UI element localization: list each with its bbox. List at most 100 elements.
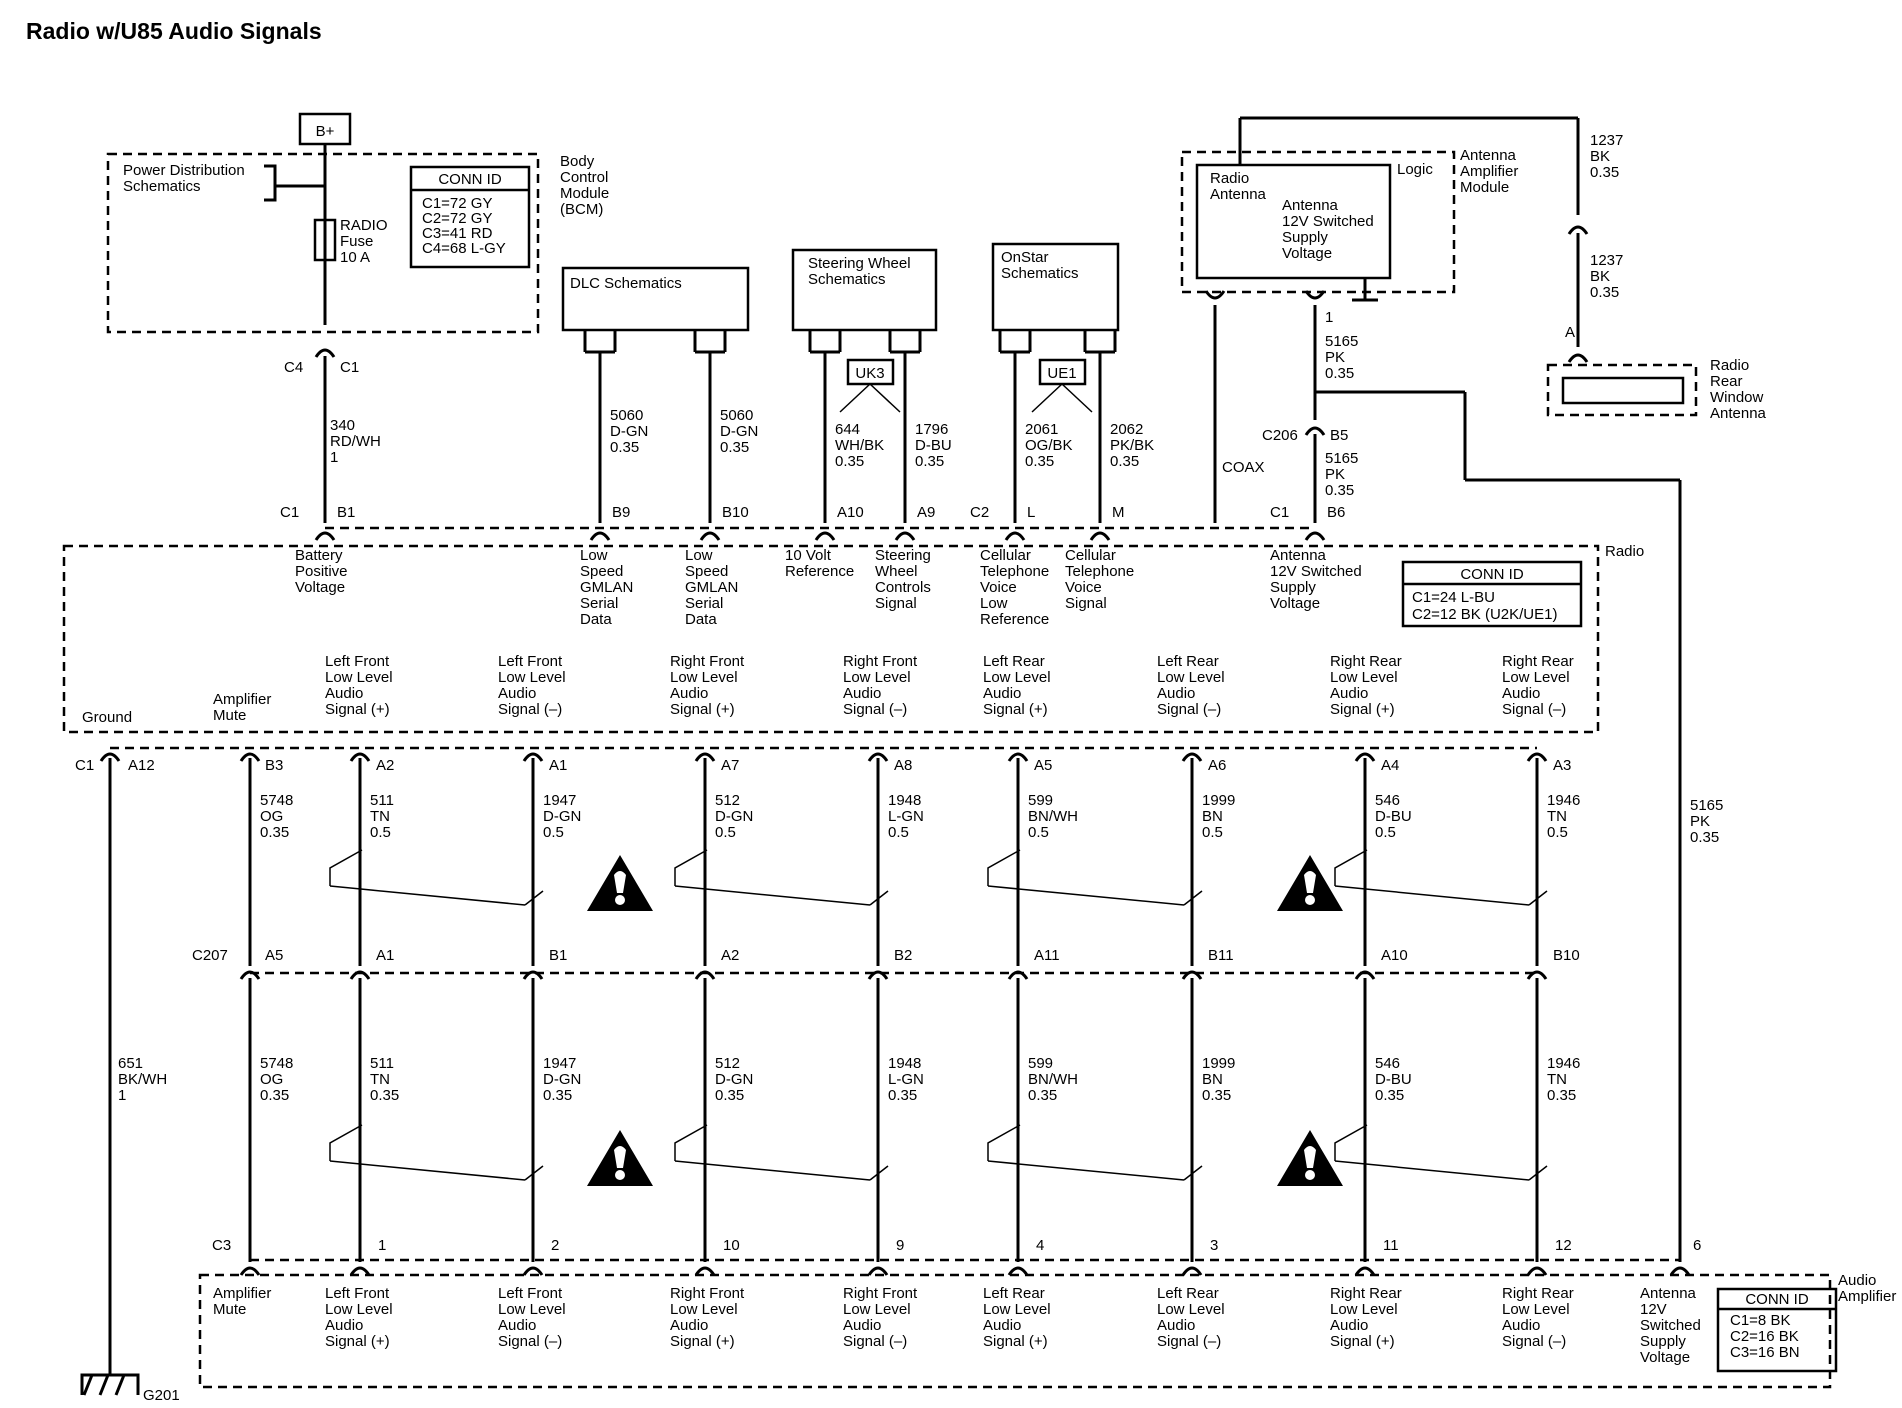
radio-top-pin [1304, 531, 1326, 541]
wire-label: 0.35 [888, 1087, 917, 1104]
wire-label: 511 [370, 792, 394, 809]
bcm-conn-entry: C2=72 GY [422, 210, 492, 227]
ant-supply-connector [1304, 290, 1326, 300]
amp-signal-label: Right Rear [1502, 1285, 1574, 1302]
radio-pin-label: Positive [295, 563, 348, 580]
ant-amp-box [1180, 150, 1456, 294]
radio-pin-label: Signal [875, 595, 917, 612]
radio-pin-label: Voltage [295, 579, 345, 596]
ground-symbol [82, 1374, 94, 1396]
rear-ant-element [1561, 376, 1685, 405]
pin-label: 1 [378, 1237, 386, 1254]
pin-label: A5 [265, 947, 283, 964]
radio-signal-label: Signal (–) [843, 701, 907, 718]
wire-label: 599 [1028, 1055, 1053, 1072]
radio-signal-label: Signal (+) [670, 701, 735, 718]
c206-connector [1304, 426, 1326, 436]
wire-label: PK [1325, 466, 1345, 483]
wire-label: 0.5 [1028, 824, 1049, 841]
amp-signal-label: Low Level [498, 1301, 566, 1318]
wire-label: 599 [1028, 792, 1053, 809]
wire-label: PK/BK [1110, 437, 1154, 454]
twisted-pair-marker [1528, 890, 1548, 906]
c1-label: C1 [75, 757, 94, 774]
radio-ant-label: Antenna [1210, 186, 1267, 203]
pin-label: L [1027, 504, 1035, 521]
wire-label: 0.35 [260, 824, 289, 841]
coax-label: COAX [1222, 459, 1265, 476]
battery-wire-label: 340 [330, 417, 355, 434]
radio-pin-label: Voice [1065, 579, 1102, 596]
wire-label: BN [1202, 1071, 1223, 1088]
pds-label: Schematics [123, 178, 201, 195]
signal-pin [694, 752, 716, 762]
radio-pin-label: Antenna [1270, 547, 1327, 564]
twisted-pair-marker [1528, 1165, 1548, 1181]
signal-pin [1526, 970, 1548, 980]
amp-signal-label: Signal (–) [498, 1333, 562, 1350]
wire-label: 0.35 [1547, 1087, 1576, 1104]
ant-pin-label: 1 [1325, 309, 1333, 326]
pin-label: B6 [1327, 504, 1345, 521]
wire-label: BN/WH [1028, 1071, 1078, 1088]
ground-wire-label: 1 [118, 1087, 126, 1104]
fuse-label: RADIO [340, 217, 388, 234]
pin-label: A8 [894, 757, 912, 774]
ground-pin-label: A12 [128, 757, 155, 774]
pin-label: A5 [1034, 757, 1052, 774]
signal-pin [522, 752, 544, 762]
pin-label: 4 [1036, 1237, 1044, 1254]
warning-icon [1277, 855, 1343, 911]
amp-ant-pin [1669, 1266, 1691, 1276]
wire-label: 0.5 [1202, 824, 1223, 841]
radio-top-pin [314, 531, 336, 541]
radio-top-pin [1004, 531, 1026, 541]
amp-signal-label: Audio [498, 1317, 536, 1334]
pin-label: 9 [896, 1237, 904, 1254]
radio-conn-box [1401, 560, 1583, 628]
radio-signal-label: Left Front [325, 653, 390, 670]
signal-pin [694, 1266, 716, 1276]
radio-conn-entry: C2=12 BK (U2K/UE1) [1412, 606, 1557, 623]
amp-label: Audio [1838, 1272, 1876, 1289]
pin-label: A1 [549, 757, 567, 774]
radio-signal-label: Audio [1502, 685, 1540, 702]
onstar-label: Schematics [1001, 265, 1079, 282]
amp-conn-title: CONN ID [1745, 1291, 1809, 1308]
wire-label: 0.35 [1325, 482, 1354, 499]
rw-wire-label: BK [1590, 148, 1610, 165]
radio-amp-mute-label: Amplifier [213, 691, 271, 708]
radio-pin-label: Reference [785, 563, 854, 580]
wire-label: 0.5 [543, 824, 564, 841]
signal-pin [1526, 1266, 1548, 1276]
ue1-label: UE1 [1047, 365, 1076, 382]
radio-pin-label: Telephone [1065, 563, 1134, 580]
pin-label: 12 [1555, 1237, 1572, 1254]
radio-top-pin [1089, 531, 1111, 541]
pin-label: B10 [1553, 947, 1580, 964]
radio-signal-label: Low Level [1157, 669, 1225, 686]
wire-label: PK [1325, 349, 1345, 366]
wire-label: 1946 [1547, 1055, 1580, 1072]
wire-label: 5165 [1325, 450, 1358, 467]
wire-label: D-GN [543, 1071, 581, 1088]
amp-signal-label: Left Front [325, 1285, 390, 1302]
wire-label: 1947 [543, 1055, 576, 1072]
signal-pin [349, 1266, 371, 1276]
amp-mute-label: Mute [213, 1301, 246, 1318]
ant-sup-label: Supply [1282, 229, 1328, 246]
wire-label: 0.35 [1110, 453, 1139, 470]
wire-label: 5748 [260, 792, 293, 809]
mute-pin [239, 752, 261, 762]
signal-pin [349, 752, 371, 762]
signal-pin [1354, 1266, 1376, 1276]
wire-label: 5165 [1325, 333, 1358, 350]
ant-mod-label: Amplifier [1460, 163, 1518, 180]
twisted-pair-marker [987, 1160, 1185, 1181]
pin-label: 11 [1383, 1237, 1399, 1254]
amp-ant-label: Antenna [1640, 1285, 1697, 1302]
ground-symbol [98, 1374, 110, 1396]
twisted-pair-marker [329, 885, 526, 906]
fuse-label: Fuse [340, 233, 373, 250]
amp-signal-label: Signal (+) [325, 1333, 390, 1350]
